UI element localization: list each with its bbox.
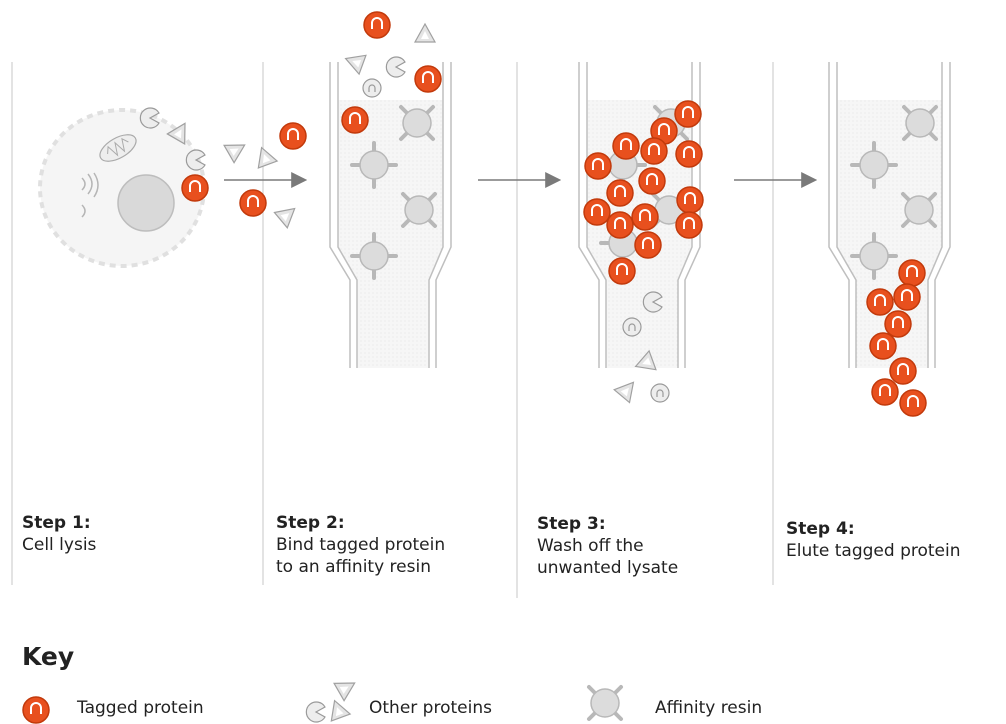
step-4-number: Step 4:	[786, 518, 961, 540]
key-label-other-proteins: Other proteins	[369, 697, 492, 719]
step-4-caption: Step 4: Elute tagged protein	[786, 518, 961, 562]
step-2-description: Bind tagged protein to an affinity resin	[276, 534, 445, 578]
step-3-number: Step 3:	[537, 513, 678, 535]
step-2-number: Step 2:	[276, 512, 445, 534]
key-label-tagged-protein: Tagged protein	[77, 697, 204, 719]
step-3-caption: Step 3: Wash off the unwanted lysate	[537, 513, 678, 579]
other-proteins-icon	[306, 674, 359, 722]
affinity-resin-icon	[589, 687, 621, 719]
key-label-affinity-resin: Affinity resin	[655, 697, 762, 719]
cell-nucleus	[118, 175, 174, 231]
tagged-protein-icon	[23, 697, 49, 723]
lysed-cell	[40, 108, 208, 266]
key-title: Key	[22, 643, 74, 671]
step-1-description: Cell lysis	[22, 534, 96, 556]
released-proteins	[224, 123, 306, 228]
step-3-description: Wash off the unwanted lysate	[537, 535, 678, 579]
step-4-description: Elute tagged protein	[786, 540, 961, 562]
step-1-number: Step 1:	[22, 512, 96, 534]
step-1-caption: Step 1: Cell lysis	[22, 512, 96, 556]
step-2-caption: Step 2: Bind tagged protein to an affini…	[276, 512, 445, 578]
